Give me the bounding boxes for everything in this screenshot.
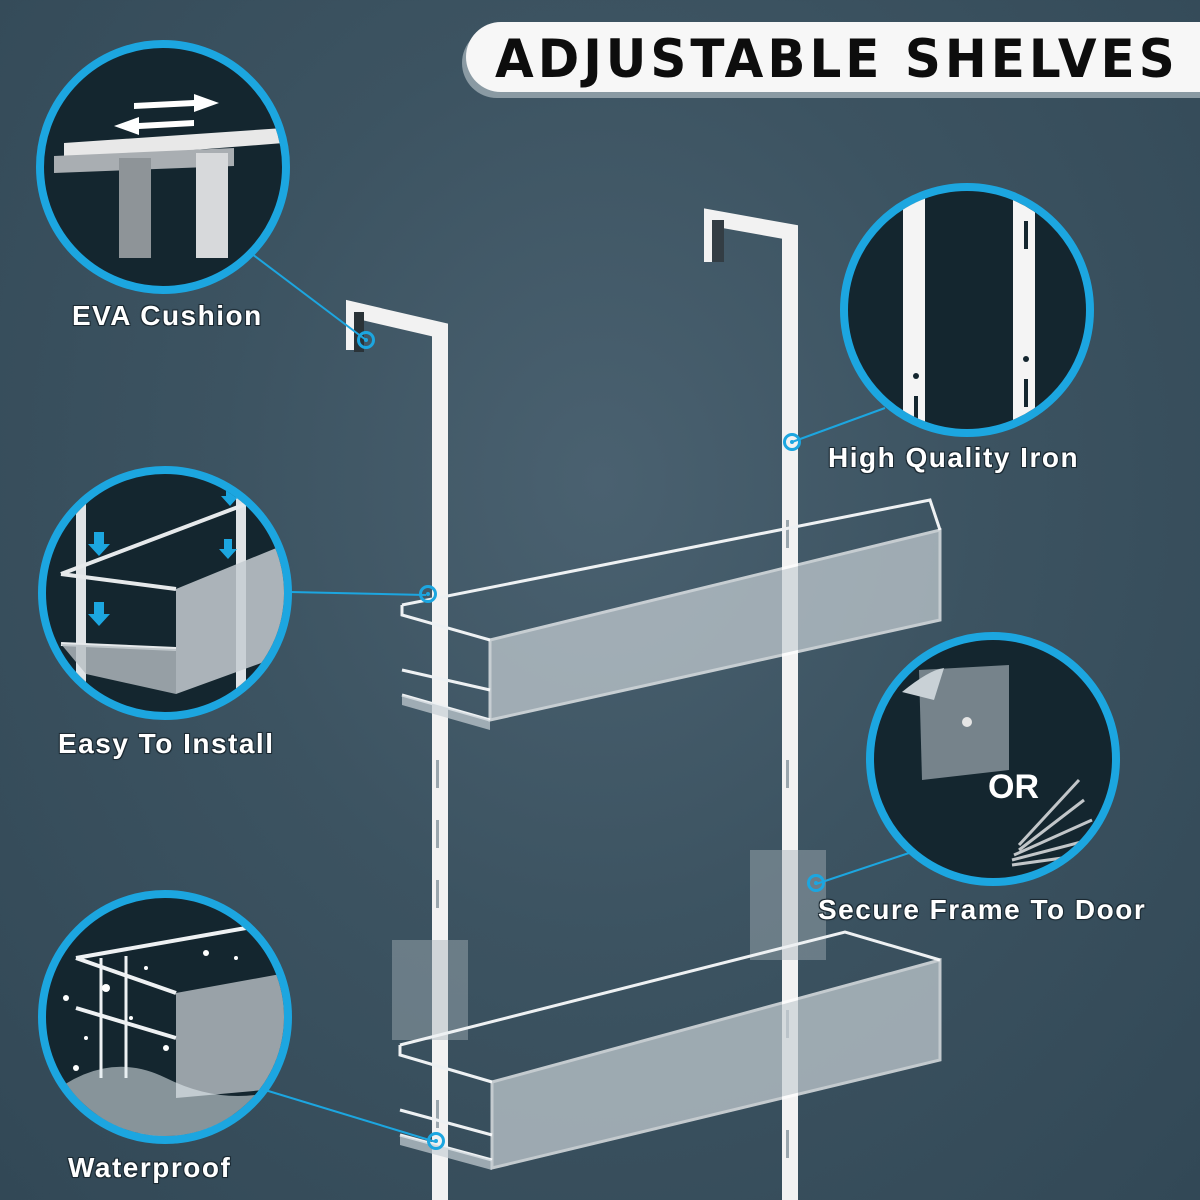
adhesive-pad-screws-icon [902,665,1093,867]
title-banner [466,22,1200,92]
basket-install-icon [60,474,284,712]
secure-frame-marker [807,874,825,892]
eva-cushion-label: EVA Cushion [72,300,263,331]
secure-frame-closeup: OR [866,632,1120,886]
page-title: ADJUSTABLE SHELVES [495,28,1179,90]
eva-cushion-icon [54,94,282,258]
iron-label: High Quality Iron [828,442,1080,473]
iron-closeup [840,183,1094,437]
eva-cushion-marker [357,331,375,349]
waterproof-closeup [38,890,292,1144]
install-label: Easy To Install [58,728,275,759]
secure-frame-label: Secure Frame To Door [818,894,1147,925]
iron-marker [783,433,801,451]
install-closeup [38,466,292,720]
eva-cushion-closeup [36,40,290,294]
water-splash-icon [46,926,284,1136]
iron-rail-icon [903,191,1035,429]
waterproof-label: Waterproof [68,1152,232,1183]
install-marker [419,585,437,603]
or-separator: OR [988,768,1039,806]
waterproof-marker [427,1132,445,1150]
